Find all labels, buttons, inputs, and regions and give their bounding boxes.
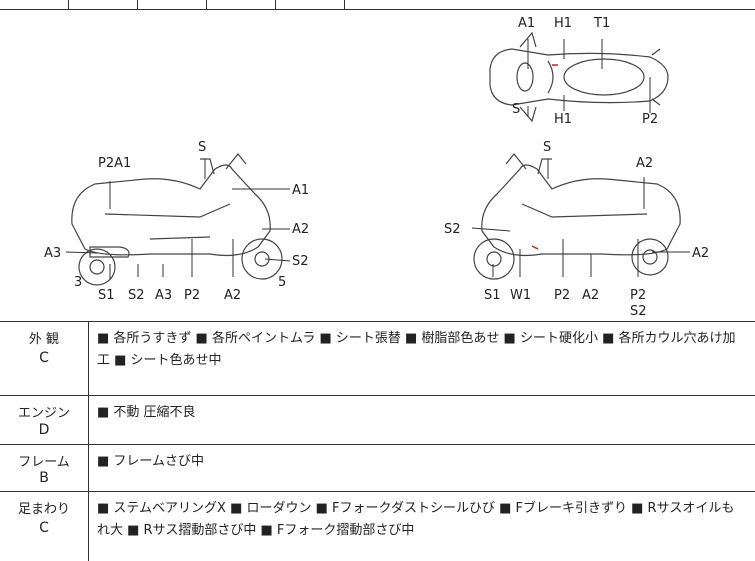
section-header: フレーム B <box>0 445 89 491</box>
strip-cell <box>276 0 345 9</box>
label-right-a2-top: A2 <box>636 156 653 171</box>
label-right-p2-bottom: P2 <box>554 288 570 303</box>
section-grade: B <box>39 470 49 486</box>
label-left-s2-bottom: S2 <box>128 288 145 303</box>
section-grade: C <box>39 520 49 536</box>
strip-cell <box>0 0 69 9</box>
section-exterior: 外 観 C ■ 各所うすきず ■ 各所ペイントムラ ■ シート張替 ■ 樹脂部色… <box>0 322 755 396</box>
section-grade: D <box>38 422 50 438</box>
label-right-w1-bottom: W1 <box>510 288 531 303</box>
section-notes: ■ 各所うすきず ■ 各所ペイントムラ ■ シート張替 ■ 樹脂部色あせ ■ シ… <box>97 331 736 368</box>
scooter-diagram-svg: A1 H1 T1 S H1 P2 S P2A1 A1 A2 S2 A3 3 5 … <box>44 16 709 319</box>
label-top-t1: T1 <box>593 16 610 31</box>
label-left-3: 3 <box>74 275 82 290</box>
label-top-a1: A1 <box>518 16 535 31</box>
label-left-a2-bottom: A2 <box>224 288 241 303</box>
label-left-a1: A1 <box>292 183 309 198</box>
label-top-s: S <box>512 102 520 117</box>
damage-diagram: A1 H1 T1 S H1 P2 S P2A1 A1 A2 S2 A3 3 5 … <box>0 9 755 322</box>
section-title: エンジン <box>17 406 70 421</box>
section-header: エンジン D <box>0 396 89 444</box>
top-table-strip <box>0 0 755 10</box>
label-right-s2: S2 <box>444 222 461 237</box>
strip-cell <box>138 0 207 9</box>
strip-cell <box>207 0 276 9</box>
label-right-a2-bottom: A2 <box>582 288 599 303</box>
section-title: フレーム <box>18 455 70 470</box>
label-left-5: 5 <box>278 275 286 290</box>
section-notes: ■ フレームさび中 <box>97 454 205 469</box>
label-left-a3: A3 <box>44 246 61 261</box>
label-right-s: S <box>543 140 551 155</box>
label-left-a3-bottom: A3 <box>155 288 172 303</box>
section-suspension: 足まわり C ■ ステムベアリングX ■ ローダウン ■ Fフォークダストシール… <box>0 492 755 561</box>
scooter-top-view <box>489 31 669 123</box>
label-top-h1-bottom: H1 <box>554 112 572 127</box>
scooter-right-view <box>473 153 681 280</box>
section-grade: C <box>39 350 49 366</box>
section-engine: エンジン D ■ 不動 圧縮不良 <box>0 396 755 445</box>
section-header: 外 観 C <box>0 322 89 395</box>
section-notes: ■ ステムベアリングX ■ ローダウン ■ Fフォークダストシールひび ■ Fブ… <box>97 501 735 538</box>
label-top-h1: H1 <box>554 16 572 31</box>
label-right-a2: A2 <box>692 246 709 261</box>
label-left-a2: A2 <box>292 222 309 237</box>
label-left-s1-bottom: S1 <box>98 288 115 303</box>
scooter-left-view <box>71 153 283 286</box>
section-title: 足まわり <box>17 502 70 517</box>
label-top-p2: P2 <box>642 112 658 127</box>
section-header: 足まわり C <box>0 492 89 561</box>
label-left-s: S <box>198 140 206 155</box>
section-notes: ■ 不動 圧縮不良 <box>97 405 196 420</box>
label-right-p2-bottom-2: P2 <box>630 288 646 303</box>
section-title: 外 観 <box>28 332 60 347</box>
label-right-s2-bottom-2: S2 <box>630 304 647 319</box>
strip-cell <box>69 0 138 9</box>
label-left-p2a1: P2A1 <box>98 156 131 171</box>
label-left-p2-bottom: P2 <box>184 288 200 303</box>
label-right-s1-bottom: S1 <box>484 288 501 303</box>
section-frame: フレーム B ■ フレームさび中 <box>0 445 755 492</box>
label-left-s2: S2 <box>292 254 309 269</box>
